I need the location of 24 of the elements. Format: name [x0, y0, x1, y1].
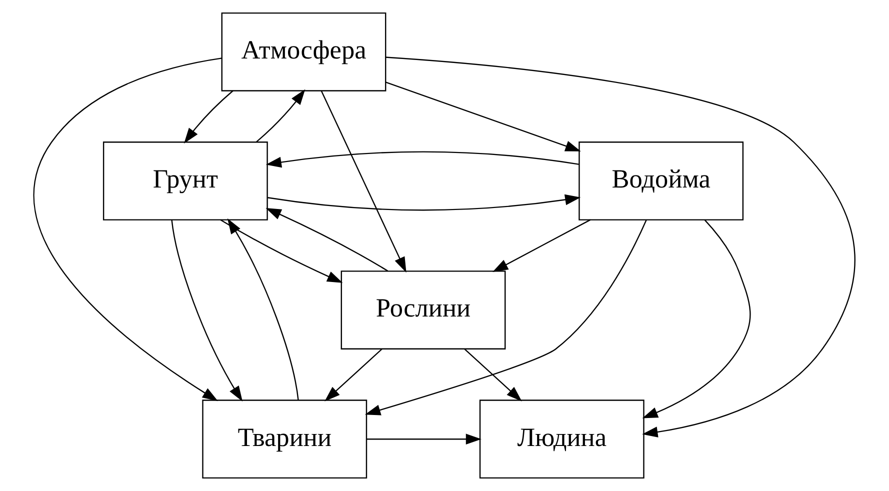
arrow — [324, 348, 382, 402]
arrow — [227, 218, 299, 400]
arrow — [364, 220, 647, 416]
arrow — [184, 90, 234, 144]
arrow — [492, 219, 591, 272]
arrow — [366, 434, 482, 445]
arrow — [386, 82, 581, 152]
node-box: Рослини — [340, 270, 506, 350]
node-box: Людина — [479, 400, 644, 479]
arrow — [642, 220, 751, 418]
node-box: Грунт — [102, 142, 268, 220]
arrow — [256, 89, 306, 142]
arrow — [386, 56, 856, 438]
node-box: Тварини — [202, 400, 368, 479]
arrow — [266, 208, 388, 272]
node-box: Атмосфера — [221, 12, 386, 92]
arrow — [320, 90, 406, 273]
node-box: Водойма — [578, 142, 744, 220]
arrow — [266, 151, 579, 168]
arrow — [171, 220, 243, 402]
arrow — [220, 219, 343, 283]
arrow — [464, 348, 522, 402]
arrow — [34, 58, 222, 402]
arrow — [268, 194, 581, 211]
